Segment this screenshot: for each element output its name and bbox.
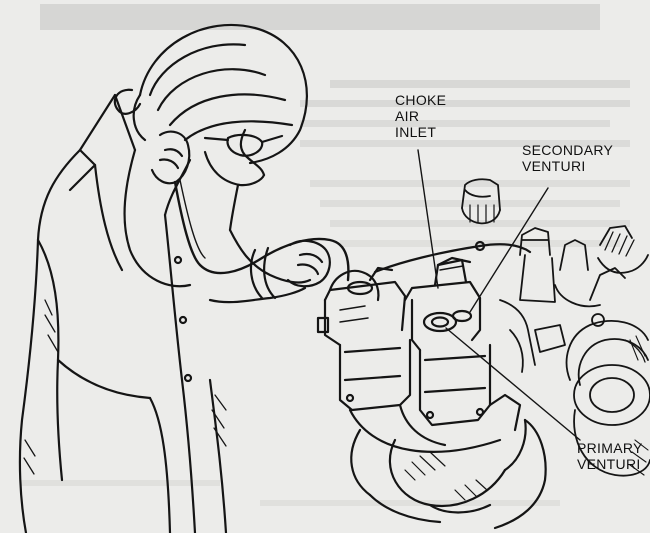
engine-background [462,179,650,475]
mechanic-figure [20,25,330,533]
label-secondary-line-2: VENTURI [522,158,613,174]
label-choke-line-1: CHOKE [395,92,446,108]
label-choke-line-2: AIR [395,108,446,124]
stethoscope-tube [175,182,348,280]
label-choke-line-3: INLET [395,124,446,140]
leader-primary-venturi [446,328,580,440]
label-primary-line-2: VENTURI [577,456,643,472]
label-secondary-venturi: SECONDARY VENTURI [522,142,613,174]
label-choke-air-inlet: CHOKE AIR INLET [395,92,446,140]
leader-choke-air-inlet [418,150,438,288]
carburetor-assembly [318,242,546,528]
label-primary-venturi: PRIMARY VENTURI [577,440,643,472]
label-primary-line-1: PRIMARY [577,440,643,456]
label-secondary-line-1: SECONDARY [522,142,613,158]
